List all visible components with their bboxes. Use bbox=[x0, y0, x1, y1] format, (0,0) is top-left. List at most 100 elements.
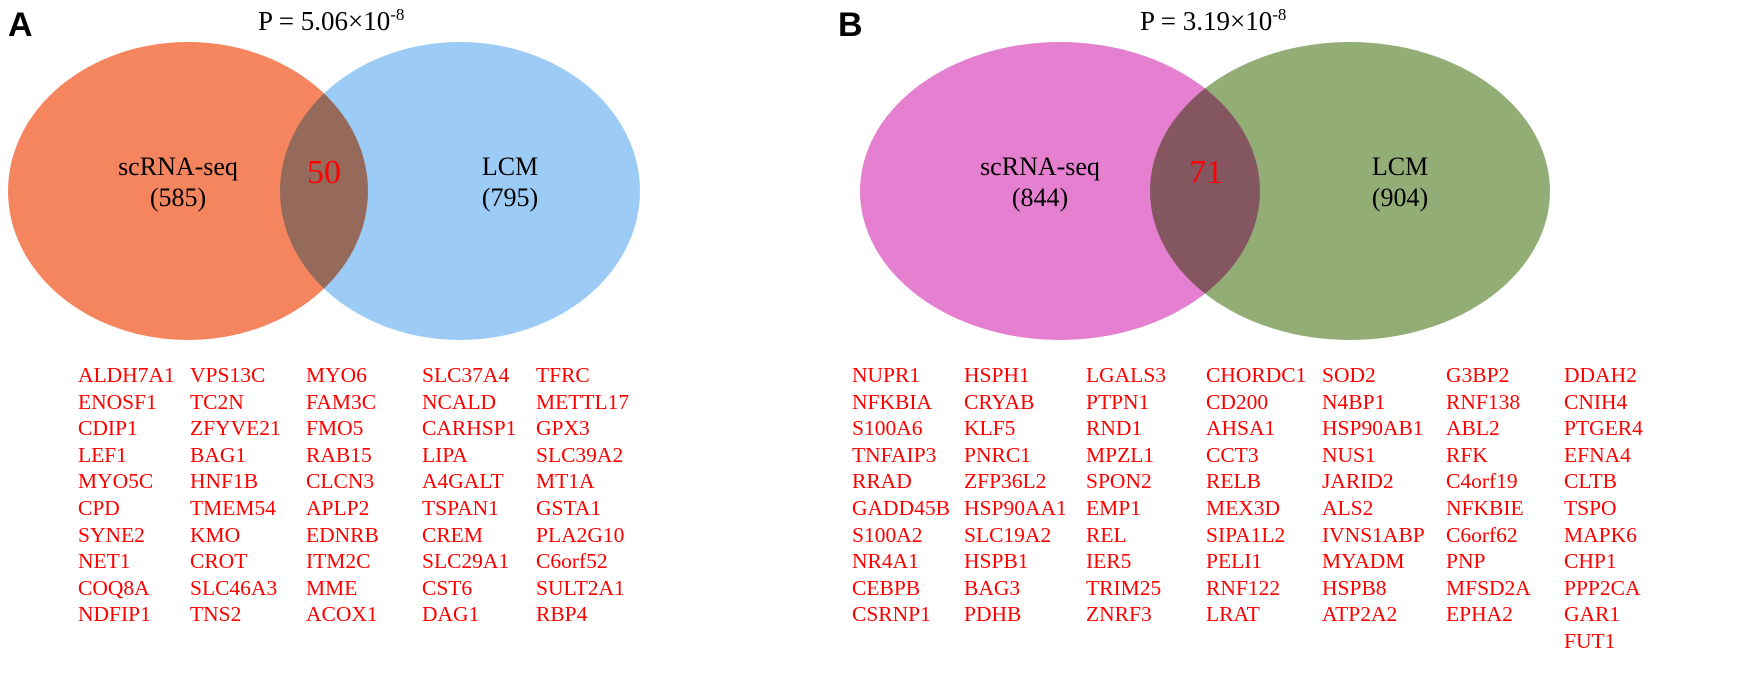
gene-item: NDFIP1 bbox=[78, 602, 151, 627]
gene-item: NUPR1 bbox=[852, 363, 921, 387]
gene-item: NET1 bbox=[78, 549, 131, 574]
gene-item: SLC29A1 bbox=[422, 549, 510, 574]
gene-item: G3BP2 bbox=[1446, 363, 1510, 387]
gene-item: TC2N bbox=[190, 389, 244, 414]
gene-item: COQ8A bbox=[78, 575, 150, 600]
panel-a-pvalue-text: P = 5.06×10 bbox=[258, 6, 391, 36]
gene-item: MPZL1 bbox=[1086, 442, 1155, 467]
panel-a-intersection-count: 50 bbox=[307, 154, 341, 191]
gene-item: LEF1 bbox=[78, 442, 127, 467]
gene-item: NFKBIA bbox=[852, 389, 933, 414]
gene-item: A4GALT bbox=[422, 469, 504, 494]
panel-b-label-lcm-name: LCM bbox=[1371, 152, 1429, 181]
gene-item: ATP2A2 bbox=[1322, 602, 1398, 627]
panel-a-ellipse-lcm bbox=[280, 42, 640, 340]
gene-item: MEX3D bbox=[1206, 495, 1281, 520]
gene-item: EPHA2 bbox=[1446, 602, 1513, 627]
gene-item: IVNS1ABP bbox=[1322, 522, 1425, 547]
panel-b-venn-diagram: scRNA-seq (844) LCM (904) 71 bbox=[830, 40, 1748, 340]
panel-a-label-lcm-name: LCM bbox=[481, 152, 539, 181]
gene-item: MAPK6 bbox=[1564, 522, 1637, 547]
panel-a-label-lcm-count: (795) bbox=[481, 182, 539, 212]
gene-item: RBP4 bbox=[536, 602, 588, 627]
gene-item: SYNE2 bbox=[78, 522, 145, 547]
gene-item: REL bbox=[1086, 522, 1127, 547]
gene-item: MYO5C bbox=[78, 469, 154, 494]
gene-item: MME bbox=[306, 575, 358, 600]
gene-item: SULT2A1 bbox=[536, 575, 625, 600]
panel-b-label-scrna-name: scRNA-seq bbox=[980, 152, 1100, 181]
gene-item: HSP90AB1 bbox=[1322, 416, 1424, 441]
gene-item: TSPAN1 bbox=[422, 495, 499, 520]
gene-item: IER5 bbox=[1086, 549, 1132, 574]
gene-item: SPON2 bbox=[1086, 469, 1152, 494]
gene-item: MYADM bbox=[1322, 549, 1405, 574]
gene-item: LGALS3 bbox=[1086, 363, 1167, 387]
gene-item: PLA2G10 bbox=[536, 522, 625, 547]
panel-b: B P = 3.19×10-8 scRNA-seq (844) LCM (904… bbox=[830, 0, 1748, 680]
gene-item: EDNRB bbox=[306, 522, 379, 547]
gene-item: CROT bbox=[190, 549, 248, 574]
gene-item: C6orf52 bbox=[536, 549, 608, 574]
gene-item: CREM bbox=[422, 522, 483, 547]
gene-item: AHSA1 bbox=[1206, 416, 1276, 441]
gene-item: S100A2 bbox=[852, 522, 923, 547]
gene-item: ACOX1 bbox=[306, 602, 378, 627]
panel-b-letter: B bbox=[838, 6, 863, 44]
panel-a-label-lcm: LCM (795) bbox=[410, 152, 610, 213]
gene-item: CNIH4 bbox=[1564, 389, 1628, 414]
gene-item: GSTA1 bbox=[536, 495, 602, 520]
gene-item: NR4A1 bbox=[852, 549, 919, 574]
gene-item: MYO6 bbox=[306, 363, 367, 387]
gene-item: TSPO bbox=[1564, 495, 1617, 520]
panel-b-pvalue: P = 3.19×10-8 bbox=[1140, 6, 1286, 35]
gene-item: TNFAIP3 bbox=[852, 442, 937, 467]
panel-a-venn-diagram: scRNA-seq (585) LCM (795) 50 bbox=[0, 40, 830, 340]
gene-item: CLTB bbox=[1564, 469, 1617, 494]
gene-item: CLCN3 bbox=[306, 469, 375, 494]
panel-b-label-lcm: LCM (904) bbox=[1300, 152, 1500, 213]
gene-item: CHORDC1 bbox=[1206, 363, 1307, 387]
gene-item: BAG3 bbox=[964, 575, 1021, 600]
gene-item: HSPB8 bbox=[1322, 575, 1387, 600]
gene-item: RELB bbox=[1206, 469, 1261, 494]
gene-item: EFNA4 bbox=[1564, 442, 1631, 467]
gene-item: CDIP1 bbox=[78, 416, 138, 441]
gene-item: CST6 bbox=[422, 575, 473, 600]
gene-item: PNRC1 bbox=[964, 442, 1031, 467]
gene-item: JARID2 bbox=[1322, 469, 1394, 494]
panel-a-pvalue: P = 5.06×10-8 bbox=[258, 6, 404, 35]
gene-item: S100A6 bbox=[852, 416, 923, 441]
panel-a-label-scrna-count: (585) bbox=[149, 182, 207, 212]
gene-item: KLF5 bbox=[964, 416, 1016, 441]
gene-item: LIPA bbox=[422, 442, 468, 467]
gene-item: CCT3 bbox=[1206, 442, 1259, 467]
gene-item: MT1A bbox=[536, 469, 595, 494]
gene-item: TFRC bbox=[536, 363, 590, 387]
gene-item: ENOSF1 bbox=[78, 389, 157, 414]
panel-a-label-scrna: scRNA-seq (585) bbox=[78, 152, 278, 213]
gene-item: FUT1 bbox=[1564, 628, 1616, 653]
gene-item: BAG1 bbox=[190, 442, 247, 467]
gene-item: TMEM54 bbox=[190, 495, 276, 520]
gene-item: METTL17 bbox=[536, 389, 630, 414]
gene-item: SLC19A2 bbox=[964, 522, 1052, 547]
panel-a-letter: A bbox=[8, 6, 33, 44]
panel-b-intersection-count: 71 bbox=[1189, 154, 1223, 191]
gene-item: GAR1 bbox=[1564, 602, 1621, 627]
gene-item: PTPN1 bbox=[1086, 389, 1150, 414]
gene-item: CSRNP1 bbox=[852, 602, 931, 627]
gene-item: PNP bbox=[1446, 549, 1486, 574]
gene-item: KMO bbox=[190, 522, 241, 547]
gene-item: ALDH7A1 bbox=[78, 363, 175, 387]
gene-item: PDHB bbox=[964, 602, 1022, 627]
gene-item: LRAT bbox=[1206, 602, 1260, 627]
